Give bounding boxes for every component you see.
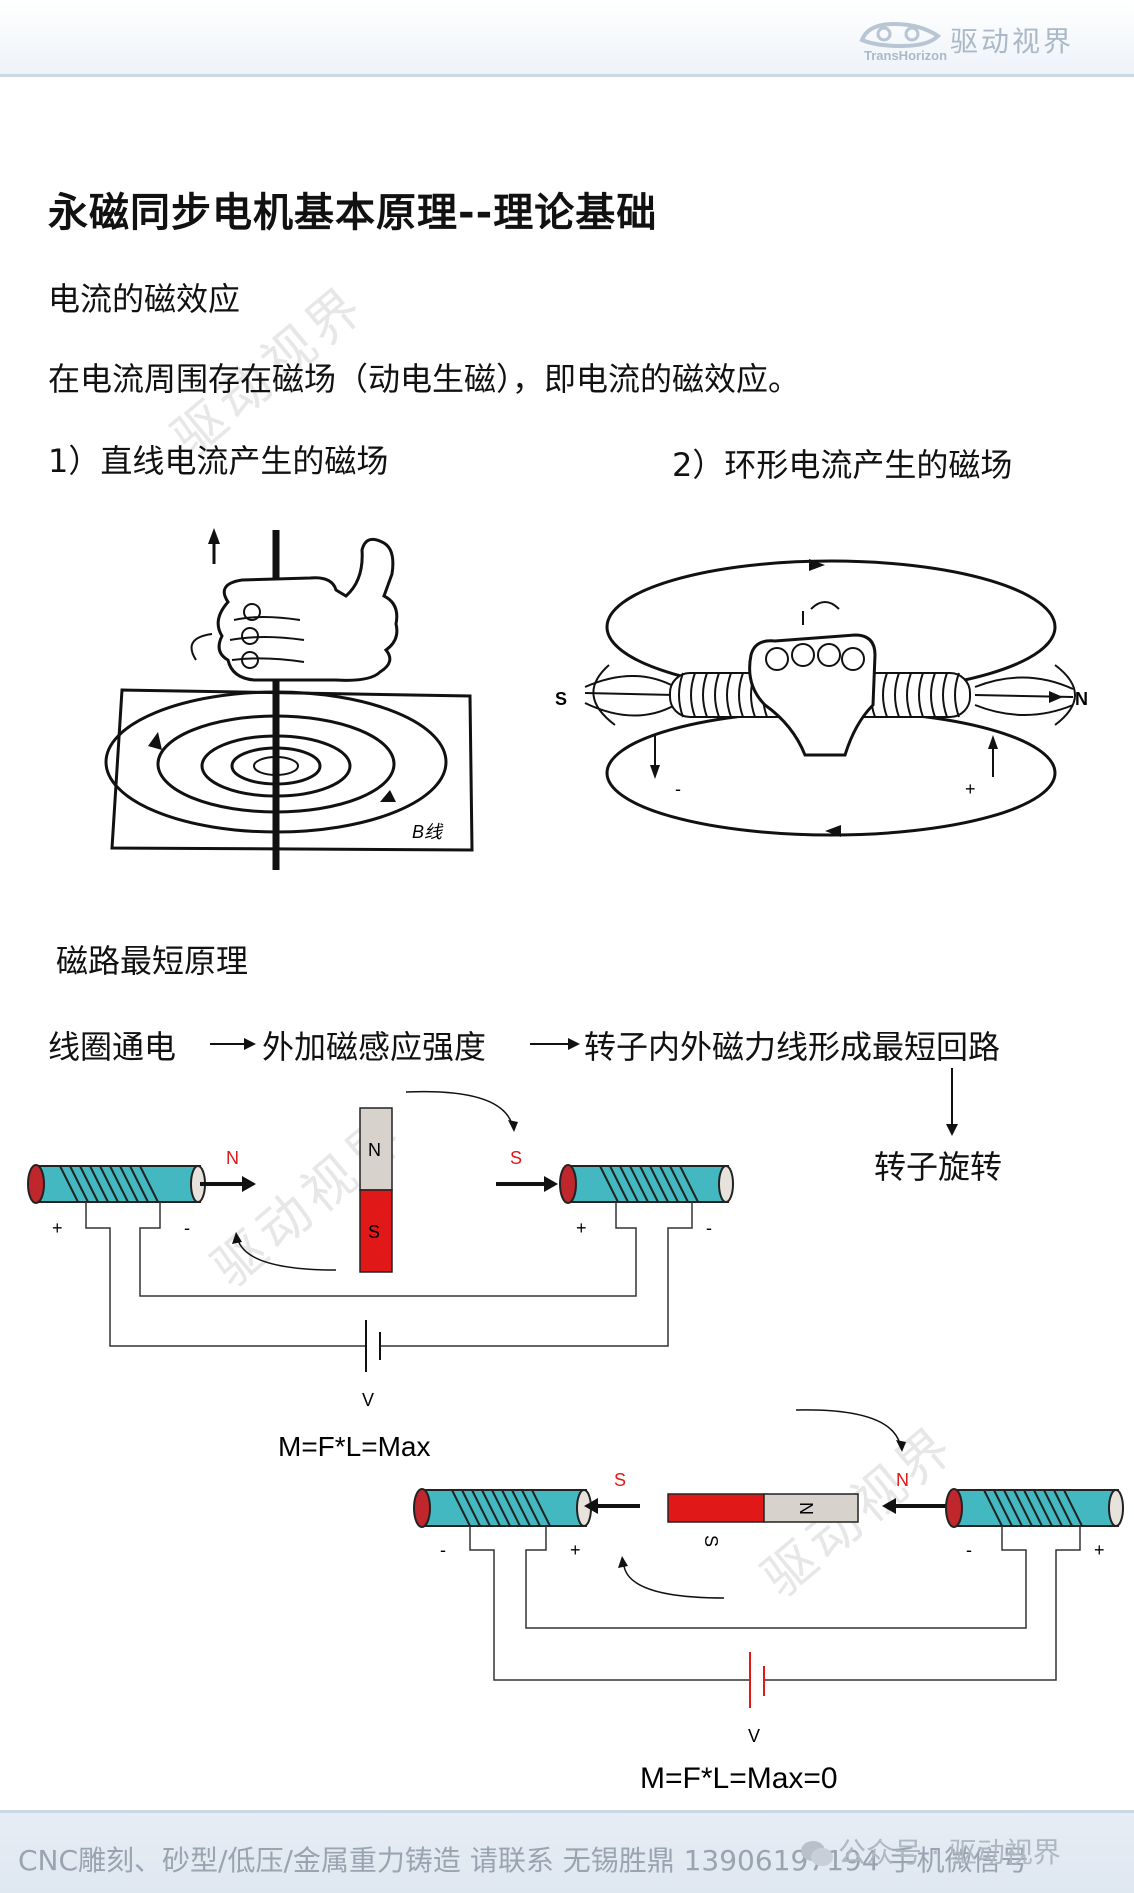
battery-voltage-label-2: V (748, 1726, 760, 1746)
wechat-icon (801, 1841, 833, 1866)
magnet-south-half-2 (667, 1493, 765, 1523)
brand-logo: 驱动视界 TransHorizon (858, 14, 1088, 66)
flow-step-shortest-loop: 转子内外磁力线形成最短回路 (584, 1028, 1001, 1066)
arrow-right-icon (544, 1176, 558, 1192)
logo-text: 驱动视界 (950, 25, 1075, 58)
magnet-south-label-2: S (701, 1535, 721, 1547)
coil-south-label-2: S (614, 1470, 626, 1490)
arrow-left-icon (584, 1498, 598, 1514)
section-heading-shortest-path: 磁路最短原理 (56, 942, 249, 980)
section-description: 在电流周围存在磁场（动电生磁），即电流的磁效应。 (48, 360, 801, 398)
car-logo-icon (859, 21, 942, 49)
flow-result-rotor-rotates: 转子旋转 (874, 1148, 1003, 1186)
solenoid-north-label: N (1075, 689, 1088, 709)
arrow-right-icon (242, 1176, 256, 1192)
right-coil-minus-label-2: - (966, 1540, 972, 1560)
right-coil-2 (945, 1488, 1124, 1528)
coil-north-label-2: N (896, 1470, 909, 1490)
arrow-left-icon (882, 1498, 896, 1514)
footer-contact-text: CNC雕刻、砂型/低压/金属重力铸造 请联系 无锡胜鼎 13906197194 … (18, 1844, 1029, 1877)
battery-voltage-label: V (362, 1390, 374, 1410)
page-footer: CNC雕刻、砂型/低压/金属重力铸造 请联系 无锡胜鼎 13906197194 … (0, 1810, 1134, 1893)
coil-north-label: N (226, 1148, 239, 1168)
attraction-diagram: N N S S + - + - V M=F*L=Max (27, 1090, 734, 1460)
magnet-north-half (359, 1107, 393, 1191)
magnet-north-half-2 (763, 1493, 859, 1523)
flow-arrow-icon (568, 1038, 580, 1050)
wechat-account-label: 公众号 · 驱动视界 (838, 1836, 1061, 1869)
straight-wire-figure: B线 (104, 528, 474, 870)
section-heading-magnetic-effect: 电流的磁效应 (48, 280, 241, 318)
solenoid-figure: S N - + (555, 559, 1088, 837)
item-straight-current: 1）直线电流产生的磁场 (48, 442, 389, 480)
left-coil-plus-label-2: + (570, 1540, 581, 1560)
flow-step-external-flux: 外加磁感应强度 (262, 1028, 487, 1066)
left-coil (27, 1164, 206, 1204)
left-coil-plus-label: + (52, 1218, 63, 1238)
solenoid-south-label: S (555, 689, 567, 709)
left-coil-2 (413, 1488, 592, 1528)
coil-south-label: S (510, 1148, 522, 1168)
formula-max: M=F*L=Max (278, 1431, 431, 1460)
flow-arrow-icon (244, 1038, 256, 1050)
right-coil (559, 1164, 734, 1204)
item-loop-current: 2）环形电流产生的磁场 (672, 446, 1013, 484)
logo-subtext: TransHorizon (864, 48, 948, 63)
field-line-label: B线 (412, 822, 444, 842)
magnet-south-half (359, 1189, 393, 1273)
right-coil-plus-label-2: + (1094, 1540, 1105, 1560)
formula-zero: M=F*L=Max=0 (640, 1762, 838, 1795)
left-coil-minus-label-2: - (440, 1540, 446, 1560)
magnet-north-label: N (368, 1140, 381, 1160)
right-coil-plus-label: + (576, 1218, 587, 1238)
flow-arrows (210, 1038, 958, 1136)
page-title: 永磁同步电机基本原理--理论基础 (48, 190, 658, 236)
page-header: 驱动视界 TransHorizon (0, 0, 1134, 77)
aligned-diagram: S S N N - + - + V M=F*L=Max=0 (413, 1409, 1124, 1795)
solenoid-plus-label: + (965, 779, 976, 799)
solenoid-minus-label: - (675, 779, 681, 799)
flow-arrow-down-icon (946, 1124, 958, 1136)
left-coil-minus-label: - (184, 1218, 190, 1238)
flow-step-coil-energized: 线圈通电 (48, 1028, 177, 1066)
right-coil-minus-label: - (706, 1218, 712, 1238)
magnet-south-label: S (368, 1222, 380, 1242)
magnet-north-label-2: N (796, 1502, 816, 1515)
